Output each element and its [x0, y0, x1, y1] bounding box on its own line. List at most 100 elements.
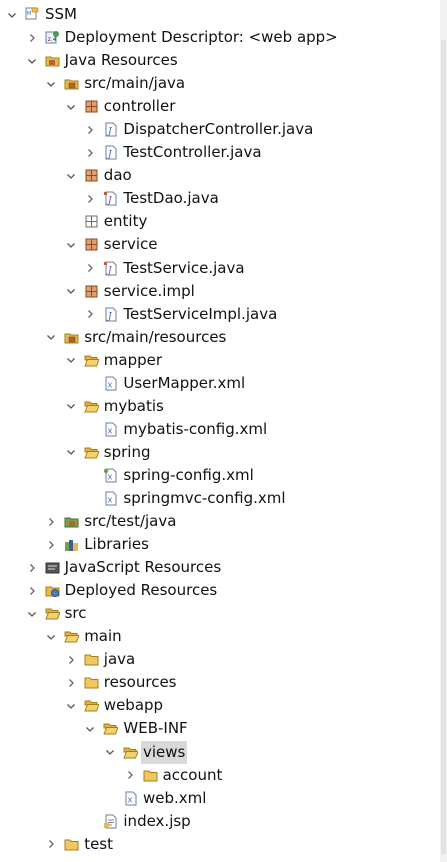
tree-item-label: mybatis — [103, 396, 164, 415]
chevron-right-icon[interactable] — [45, 510, 57, 533]
chevron-down-icon[interactable] — [65, 95, 77, 118]
tree-item-index-jsp[interactable]: index.jsp — [0, 810, 440, 833]
chevron-down-icon[interactable] — [65, 441, 77, 464]
tree-item-libraries[interactable]: Libraries — [0, 533, 440, 556]
tree-item-label: SSM — [45, 5, 77, 23]
chevron-down-icon[interactable] — [65, 395, 77, 418]
chevron-down-icon[interactable] — [65, 694, 77, 717]
folder-open-icon — [84, 698, 99, 713]
tree-item-label: src/main/java — [84, 74, 186, 93]
chevron-down-icon[interactable] — [26, 49, 38, 72]
chevron-down-icon[interactable] — [26, 602, 38, 625]
chevron-right-icon[interactable] — [84, 187, 96, 210]
tree-item-deployed-resources[interactable]: Deployed Resources — [0, 579, 440, 602]
project-icon: M — [25, 7, 40, 22]
svg-text:2.4: 2.4 — [47, 37, 56, 43]
chevron-right-icon[interactable] — [84, 257, 96, 280]
xml-file-icon: X — [103, 491, 118, 506]
chevron-down-icon[interactable] — [104, 741, 116, 764]
vertical-scrollbar[interactable] — [440, 0, 447, 862]
tree-item-test[interactable]: test — [0, 833, 440, 856]
tree-item-account[interactable]: account — [0, 764, 440, 787]
tree-item-src-test-java[interactable]: src/test/java — [0, 510, 440, 533]
tree-item-resources[interactable]: resources — [0, 671, 440, 694]
chevron-down-icon[interactable] — [65, 233, 77, 256]
source-folder-icon — [64, 76, 79, 91]
tree-item-mybatis[interactable]: mybatis — [0, 395, 440, 418]
tree-item-label: WEB-INF — [123, 719, 188, 738]
chevron-right-icon[interactable] — [84, 118, 96, 141]
tree-item-label: Java Resources — [64, 51, 178, 70]
chevron-down-icon[interactable] — [6, 3, 18, 26]
chevron-right-icon[interactable] — [26, 26, 38, 49]
tree-item-label: mybatis-config.xml — [123, 419, 268, 438]
tree-item-javascript-resources[interactable]: JavaScript Resources — [0, 556, 440, 579]
tree-item-src[interactable]: src — [0, 602, 440, 625]
chevron-down-icon[interactable] — [45, 72, 57, 95]
folder-open-icon — [64, 629, 80, 644]
folder-open-icon — [84, 445, 99, 460]
tree-item-ssm[interactable]: M SSM — [0, 3, 440, 26]
tree-item-label: springmvc-config.xml — [123, 488, 286, 507]
spring-xml-file-icon: X — [103, 468, 118, 483]
deployed-resources-icon — [45, 583, 60, 598]
tree-item-java-resources[interactable]: Java Resources — [0, 49, 440, 72]
tree-item-dao[interactable]: dao — [0, 164, 440, 187]
svg-text:M: M — [27, 11, 31, 17]
chevron-right-icon[interactable] — [84, 303, 96, 326]
folder-open-icon — [84, 353, 99, 368]
svg-text:J: J — [106, 312, 113, 322]
tree-item-views[interactable]: views — [0, 740, 440, 764]
chevron-down-icon[interactable] — [45, 625, 57, 648]
tree-item-controller[interactable]: controller — [0, 95, 440, 118]
tree-item-web-inf[interactable]: WEB-INF — [0, 717, 440, 740]
package-icon — [84, 99, 99, 114]
chevron-right-icon[interactable] — [65, 671, 77, 694]
chevron-right-icon[interactable] — [84, 141, 96, 164]
chevron-right-icon[interactable] — [124, 764, 136, 787]
chevron-down-icon[interactable] — [65, 280, 77, 303]
chevron-down-icon[interactable] — [45, 326, 57, 349]
scrollbar-thumb[interactable] — [441, 40, 446, 855]
svg-text:X: X — [108, 496, 113, 504]
tree-item-label: test — [84, 834, 113, 853]
tree-item-service-impl[interactable]: service.impl — [0, 280, 440, 303]
folder-icon — [84, 652, 99, 667]
tree-item-entity[interactable]: entity — [0, 210, 440, 233]
chevron-right-icon[interactable] — [45, 833, 57, 856]
tree-item-mapper[interactable]: mapper — [0, 349, 440, 372]
tree-item-src-main-resources[interactable]: src/main/resources — [0, 326, 440, 349]
tree-item-label: DispatcherController.java — [123, 120, 314, 139]
chevron-right-icon[interactable] — [26, 556, 38, 579]
tree-item-label: service — [103, 235, 158, 254]
tree-item-label: src/main/resources — [84, 327, 227, 346]
tree-item-service[interactable]: service — [0, 233, 440, 256]
tree-item-src-main-java[interactable]: src/main/java — [0, 72, 440, 95]
chevron-right-icon[interactable] — [45, 533, 57, 556]
test-source-folder-icon — [64, 514, 79, 529]
chevron-down-icon[interactable] — [84, 717, 96, 740]
chevron-down-icon[interactable] — [65, 349, 77, 372]
tree-item-main[interactable]: main — [0, 625, 440, 648]
chevron-right-icon[interactable] — [26, 579, 38, 602]
tree-item-webapp[interactable]: webapp — [0, 694, 440, 717]
tree-item-spring[interactable]: spring — [0, 441, 440, 464]
tree-item-java[interactable]: java — [0, 648, 440, 671]
tree-item-label: index.jsp — [123, 811, 191, 830]
chevron-down-icon[interactable] — [65, 164, 77, 187]
svg-text:J: J — [106, 266, 113, 276]
chevron-right-icon[interactable] — [65, 648, 77, 671]
tree-item-label: views — [141, 740, 188, 764]
tree-item-label: mapper — [103, 350, 163, 369]
